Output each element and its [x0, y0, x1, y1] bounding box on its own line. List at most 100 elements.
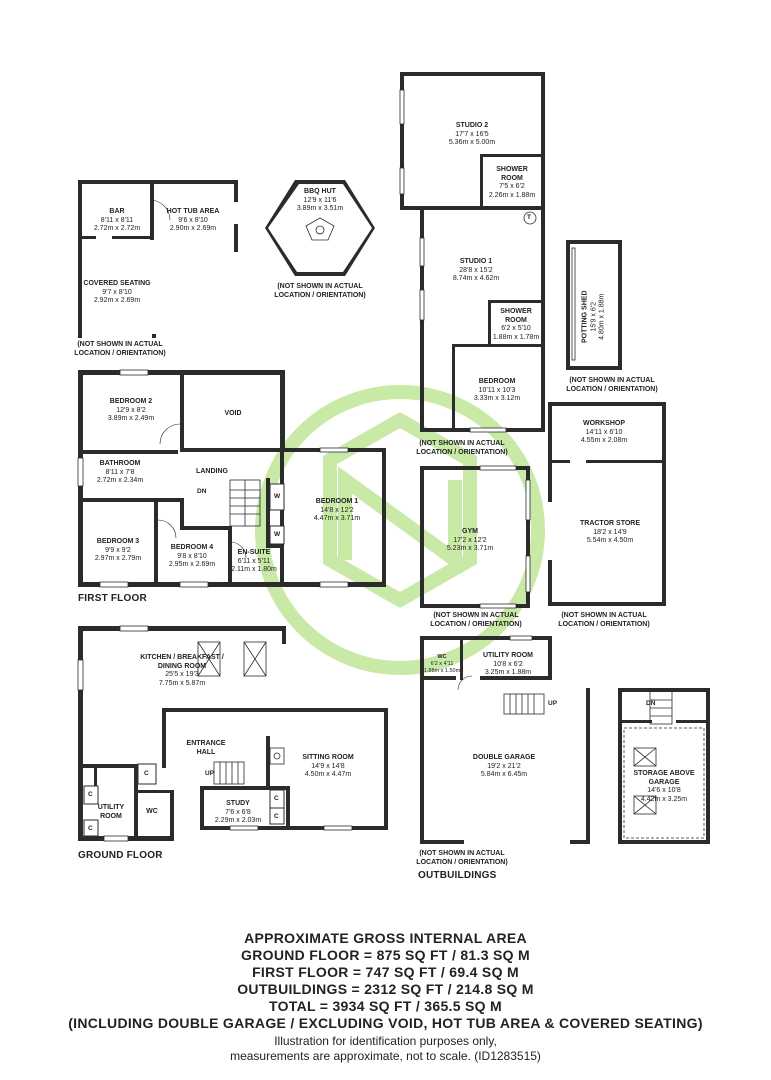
room-metric: 4.55m x 2.08m	[580, 437, 628, 444]
room-metric: 2.26m x 1.88m	[488, 191, 536, 199]
room-double-garage: DOUBLE GARAGE 19'2 x 21'2 5.84m x 6.45m	[473, 754, 535, 780]
room-metric: 1.88m x 1.78m	[492, 333, 540, 341]
room-studio-bedroom: BEDROOM 10'11 x 10'3 3.33m x 3.12m	[474, 378, 520, 404]
location-note: (NOT SHOWN IN ACTUAL LOCATION / ORIENTAT…	[558, 612, 650, 628]
room-metric: 4.80m x 1.88m	[598, 293, 606, 340]
room-dims: 10'11 x 10'3	[478, 386, 516, 394]
room-name: POTTING SHED	[581, 290, 589, 344]
room-name: BAR	[109, 208, 125, 215]
footnote-line-2: measurements are approximate, not to sca…	[230, 1049, 541, 1063]
room-metric: 2.72m x 2.34m	[96, 477, 144, 484]
room-dims: 9'6 x 8'10	[178, 216, 208, 224]
room-dims: 7'5 x 6'2	[499, 183, 525, 190]
outbuildings-label: OUTBUILDINGS	[418, 870, 497, 881]
room-study: STUDY 7'6 x 6'8 2.29m x 2.03m	[215, 800, 261, 826]
room-metric: 5.84m x 6.45m	[480, 771, 528, 778]
room-metric: 5.54m x 4.50m	[586, 537, 634, 544]
room-dims: 15'9 x 6'2	[589, 301, 597, 332]
room-utility-gf: UTILITY ROOM	[98, 804, 124, 821]
room-metric: 2.11m x 1.80m	[231, 566, 277, 573]
room-dims: 17'7 x 16'5	[455, 130, 489, 138]
room-metric: 4.47m x 3.71m	[313, 515, 361, 522]
room-dims: 9'7 x 8'10	[102, 288, 132, 296]
room-dims: 28'8 x 15'2	[459, 266, 493, 274]
room-name: SHOWER ROOM	[500, 308, 532, 324]
room-dims: 8'11 x 8'11	[100, 216, 134, 224]
room-dims: 18'2 x 14'9	[593, 528, 627, 536]
room-dims: 14'6 x 10'8	[647, 787, 681, 794]
room-name: BEDROOM 1	[315, 498, 359, 505]
stairs	[213, 479, 673, 785]
room-name: BBQ HUT	[304, 188, 336, 195]
room-name: UTILITY	[97, 804, 125, 811]
room-dims: 12'9 x 11'6	[303, 196, 337, 204]
ground-floor-label: GROUND FLOOR	[78, 850, 163, 861]
stair-down-marker: DN	[197, 488, 207, 495]
room-name: TRACTOR STORE	[579, 520, 641, 527]
room-dims: 14'8 x 12'2	[320, 506, 354, 514]
room-landing: LANDING	[196, 468, 228, 477]
room-name: VOID	[224, 410, 242, 417]
room-bar: BAR 8'11 x 8'11 2.72m x 2.72m	[94, 208, 140, 234]
location-note: (NOT SHOWN IN ACTUAL LOCATION / ORIENTAT…	[416, 850, 508, 866]
room-dims: 17'2 x 12'2	[453, 536, 487, 544]
wardrobe-marker: W	[274, 531, 281, 538]
room-studio-1: STUDIO 1 28'8 x 15'2 8.74m x 4.62m	[453, 258, 499, 284]
room-tractor-store: TRACTOR STORE 18'2 x 14'9 5.54m x 4.50m	[580, 520, 640, 546]
room-metric: 2.72m x 2.72m	[93, 225, 141, 232]
room-name: ROOM	[100, 812, 122, 820]
room-metric: 5.23m x 3.71m	[446, 545, 494, 552]
room-potting-shed: POTTING SHED 15'9 x 6'2 4.80m x 1.88m	[581, 290, 607, 343]
room-metric: 2.95m x 2.69m	[168, 561, 216, 568]
summary-first-floor: FIRST FLOOR = 747 SQ FT / 69.4 SQ M	[252, 964, 519, 980]
wardrobes	[83, 483, 285, 837]
room-kitchen: KITCHEN / BREAKFAST / DINING ROOM 25'5 x…	[140, 654, 224, 688]
room-metric: 2.92m x 2.69m	[93, 297, 141, 304]
location-note: (NOT SHOWN IN ACTUAL LOCATION / ORIENTAT…	[274, 283, 366, 299]
room-name: STORAGE ABOVE	[633, 770, 695, 777]
room-name: COVERED SEATING	[83, 280, 151, 287]
room-metric: 7.75m x 5.87m	[158, 679, 206, 687]
room-name: GYM	[462, 528, 478, 535]
room-metric: 3.89m x 3.51m	[296, 205, 344, 212]
summary-inclusion-note: (INCLUDING DOUBLE GARAGE / EXCLUDING VOI…	[68, 1015, 703, 1031]
footnote-line-1: Illustration for identification purposes…	[274, 1034, 497, 1048]
room-studio-2: STUDIO 2 17'7 x 16'5 5.36m x 5.00m	[449, 122, 495, 148]
room-void: VOID	[224, 410, 241, 419]
first-floor-label: FIRST FLOOR	[78, 593, 147, 604]
room-dims: 6'2 x 4'11	[430, 661, 454, 667]
room-dims: 25'5 x 19'3	[165, 671, 199, 678]
room-dims: 14'11 x 6'10	[585, 428, 623, 436]
room-metric: 2.97m x 2.79m	[94, 555, 142, 562]
room-name: BEDROOM	[478, 378, 516, 385]
room-dims: 14'9 x 14'8	[311, 762, 345, 770]
walls	[78, 72, 710, 844]
room-name: STUDIO 2	[455, 122, 489, 129]
room-name: GARAGE	[648, 778, 680, 786]
room-name: KITCHEN / BREAKFAST /	[140, 654, 224, 661]
room-dims: 6'2 x 5'10	[501, 325, 531, 332]
room-name: UTILITY ROOM	[482, 652, 534, 659]
room-dims: 8'11 x 7'8	[105, 468, 135, 476]
room-shower-room-2: SHOWER ROOM 6'2 x 5'10 1.88m x 1.78m	[491, 308, 541, 342]
room-dims: 9'9 x 9'2	[105, 546, 131, 554]
location-note: (NOT SHOWN IN ACTUAL LOCATION / ORIENTAT…	[566, 377, 658, 393]
room-name: DINING ROOM	[157, 662, 207, 670]
room-workshop: WORKSHOP 14'11 x 6'10 4.55m x 2.08m	[581, 420, 627, 446]
room-name: BEDROOM 4	[170, 544, 214, 551]
windows	[77, 89, 576, 842]
cupboard-marker: C	[88, 825, 93, 832]
room-metric: 8.74m x 4.62m	[452, 275, 500, 282]
room-bedroom-3: BEDROOM 3 9'9 x 9'2 2.97m x 2.79m	[95, 538, 141, 564]
room-gym: GYM 17'2 x 12'2 5.23m x 3.71m	[447, 528, 493, 554]
room-metric: 4.42m x 3.25m	[640, 795, 688, 803]
room-metric: 2.90m x 2.69m	[169, 225, 217, 232]
skylights	[197, 641, 705, 839]
cupboard-marker: C	[274, 813, 279, 820]
cupboard-marker: C	[88, 791, 93, 798]
room-wc-gf: WC	[146, 808, 158, 817]
location-note: (NOT SHOWN IN ACTUAL LOCATION / ORIENTAT…	[416, 440, 508, 456]
room-name: SITTING ROOM	[302, 754, 354, 761]
room-name: STUDIO 1	[459, 258, 493, 265]
room-metric: 5.36m x 5.00m	[448, 139, 496, 146]
